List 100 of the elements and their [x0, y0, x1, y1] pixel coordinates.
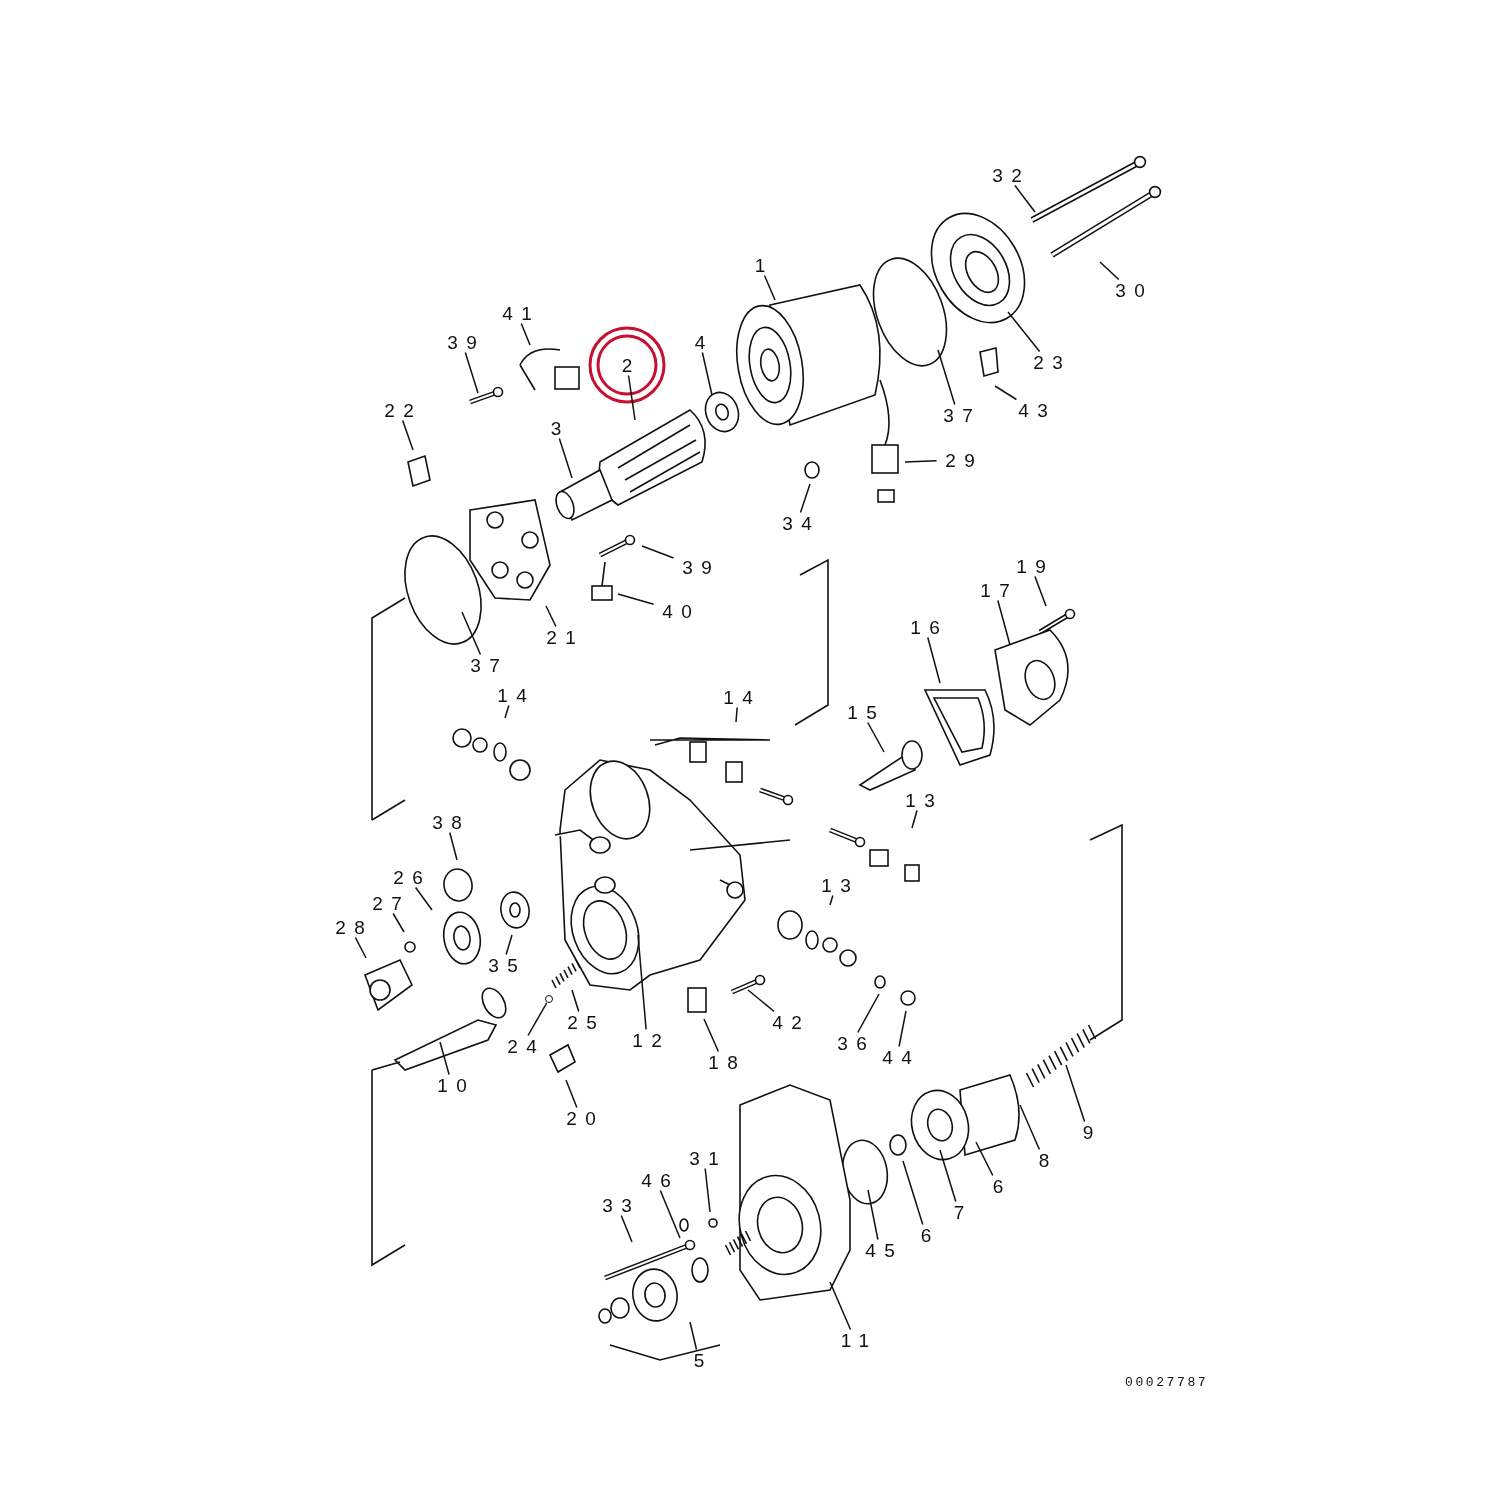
callout-number: 46	[632, 1169, 680, 1191]
leader-line	[439, 1041, 450, 1076]
callout-number: 25	[558, 1011, 606, 1033]
leader-line	[354, 936, 367, 959]
leader-line	[747, 989, 775, 1013]
callout-number: 11	[832, 1329, 878, 1351]
callout-number: 37	[461, 654, 509, 676]
callout-number: 39	[673, 556, 721, 578]
leader-line	[504, 704, 510, 719]
leader-line	[937, 349, 956, 406]
leader-line	[1065, 1064, 1086, 1123]
leader-line	[1007, 311, 1041, 353]
callout-number: 21	[537, 626, 585, 648]
callout-number: 39	[438, 331, 486, 353]
callout-number: 22	[375, 399, 423, 421]
callout-number: 15	[838, 701, 886, 723]
callout-number: 29	[936, 449, 984, 471]
callout-number: 28	[326, 916, 374, 938]
callout-number: 9	[1074, 1121, 1102, 1143]
leader-line	[558, 437, 573, 479]
callout-number: 32	[983, 164, 1031, 186]
callout-number: 13	[812, 874, 860, 896]
leader-line	[414, 886, 433, 911]
leader-line	[904, 460, 938, 463]
leader-line	[449, 831, 458, 861]
callout-number: 45	[856, 1239, 904, 1261]
callout-number: 6	[984, 1175, 1012, 1197]
callout-number: 26	[384, 866, 432, 888]
leader-line	[620, 1214, 633, 1243]
callout-number: 43	[1009, 399, 1057, 421]
leader-line	[1014, 184, 1036, 213]
leader-line	[902, 1160, 924, 1226]
leader-line	[689, 1321, 698, 1351]
leader-line	[401, 419, 414, 451]
callout-number: 18	[699, 1051, 747, 1073]
leader-line	[637, 934, 647, 1031]
leader-line	[829, 1281, 852, 1331]
callout-number: 44	[873, 1046, 921, 1068]
callout-number: 42	[763, 1011, 811, 1033]
leader-line	[911, 809, 918, 829]
leader-line	[939, 1149, 957, 1203]
callout-number: 3	[542, 417, 570, 439]
callout-number: 19	[1007, 555, 1055, 577]
callout-number: 14	[488, 684, 536, 706]
callout-number: 34	[773, 512, 821, 534]
leader-line	[464, 351, 479, 394]
callout-number: 38	[423, 811, 471, 833]
leader-line	[571, 989, 580, 1013]
leader-line	[505, 934, 513, 956]
callout-number: 12	[623, 1029, 671, 1051]
leader-line	[701, 351, 713, 396]
callout-number: 1	[746, 254, 774, 276]
leader-line	[975, 1141, 994, 1177]
callout-number: 16	[901, 616, 949, 638]
callout-number: 6	[912, 1224, 940, 1246]
leader-line	[857, 993, 880, 1034]
callout-number: 14	[714, 686, 762, 708]
callout-number: 24	[498, 1035, 546, 1057]
leader-line	[392, 912, 405, 933]
leader-line	[659, 1189, 681, 1239]
callout-number: 36	[828, 1032, 876, 1054]
callout-number: 7	[945, 1201, 973, 1223]
leader-line	[997, 599, 1011, 646]
callout-number: 17	[971, 579, 1019, 601]
callout-number: 27	[363, 892, 411, 914]
leader-line	[1019, 1104, 1041, 1151]
callout-number: 2	[613, 354, 641, 376]
callout-number: 35	[479, 954, 527, 976]
leader-line	[994, 385, 1018, 401]
leader-line	[898, 1010, 907, 1048]
callout-number: 37	[934, 404, 982, 426]
callout-number: 13	[896, 789, 944, 811]
pin-part	[545, 995, 553, 1003]
leader-line	[617, 593, 655, 605]
callout-number: 8	[1030, 1149, 1058, 1171]
leader-line	[867, 721, 885, 753]
leader-line	[527, 1002, 548, 1037]
callout-number: 30	[1106, 279, 1154, 301]
leader-line	[545, 605, 557, 628]
leader-line	[627, 374, 636, 421]
callout-number: 20	[557, 1107, 605, 1129]
leader-line	[927, 636, 941, 684]
leader-line	[1099, 261, 1120, 281]
callout-number: 31	[680, 1147, 728, 1169]
callout-number: 23	[1024, 351, 1072, 373]
callout-number: 5	[685, 1349, 713, 1371]
leader-line	[461, 611, 482, 656]
leader-line	[829, 894, 834, 906]
callout-number: 10	[428, 1074, 476, 1096]
leader-line	[867, 1189, 879, 1241]
callout-number: 33	[593, 1194, 641, 1216]
leader-line	[763, 274, 776, 301]
drawing-number: 00027787	[1125, 1375, 1209, 1390]
leader-line	[565, 1079, 578, 1109]
leader-line	[1034, 575, 1047, 607]
leader-line	[704, 1167, 711, 1213]
leader-line	[703, 1018, 720, 1053]
callout-number: 40	[653, 600, 701, 622]
leader-line	[520, 322, 531, 346]
callout-number: 41	[493, 302, 541, 324]
